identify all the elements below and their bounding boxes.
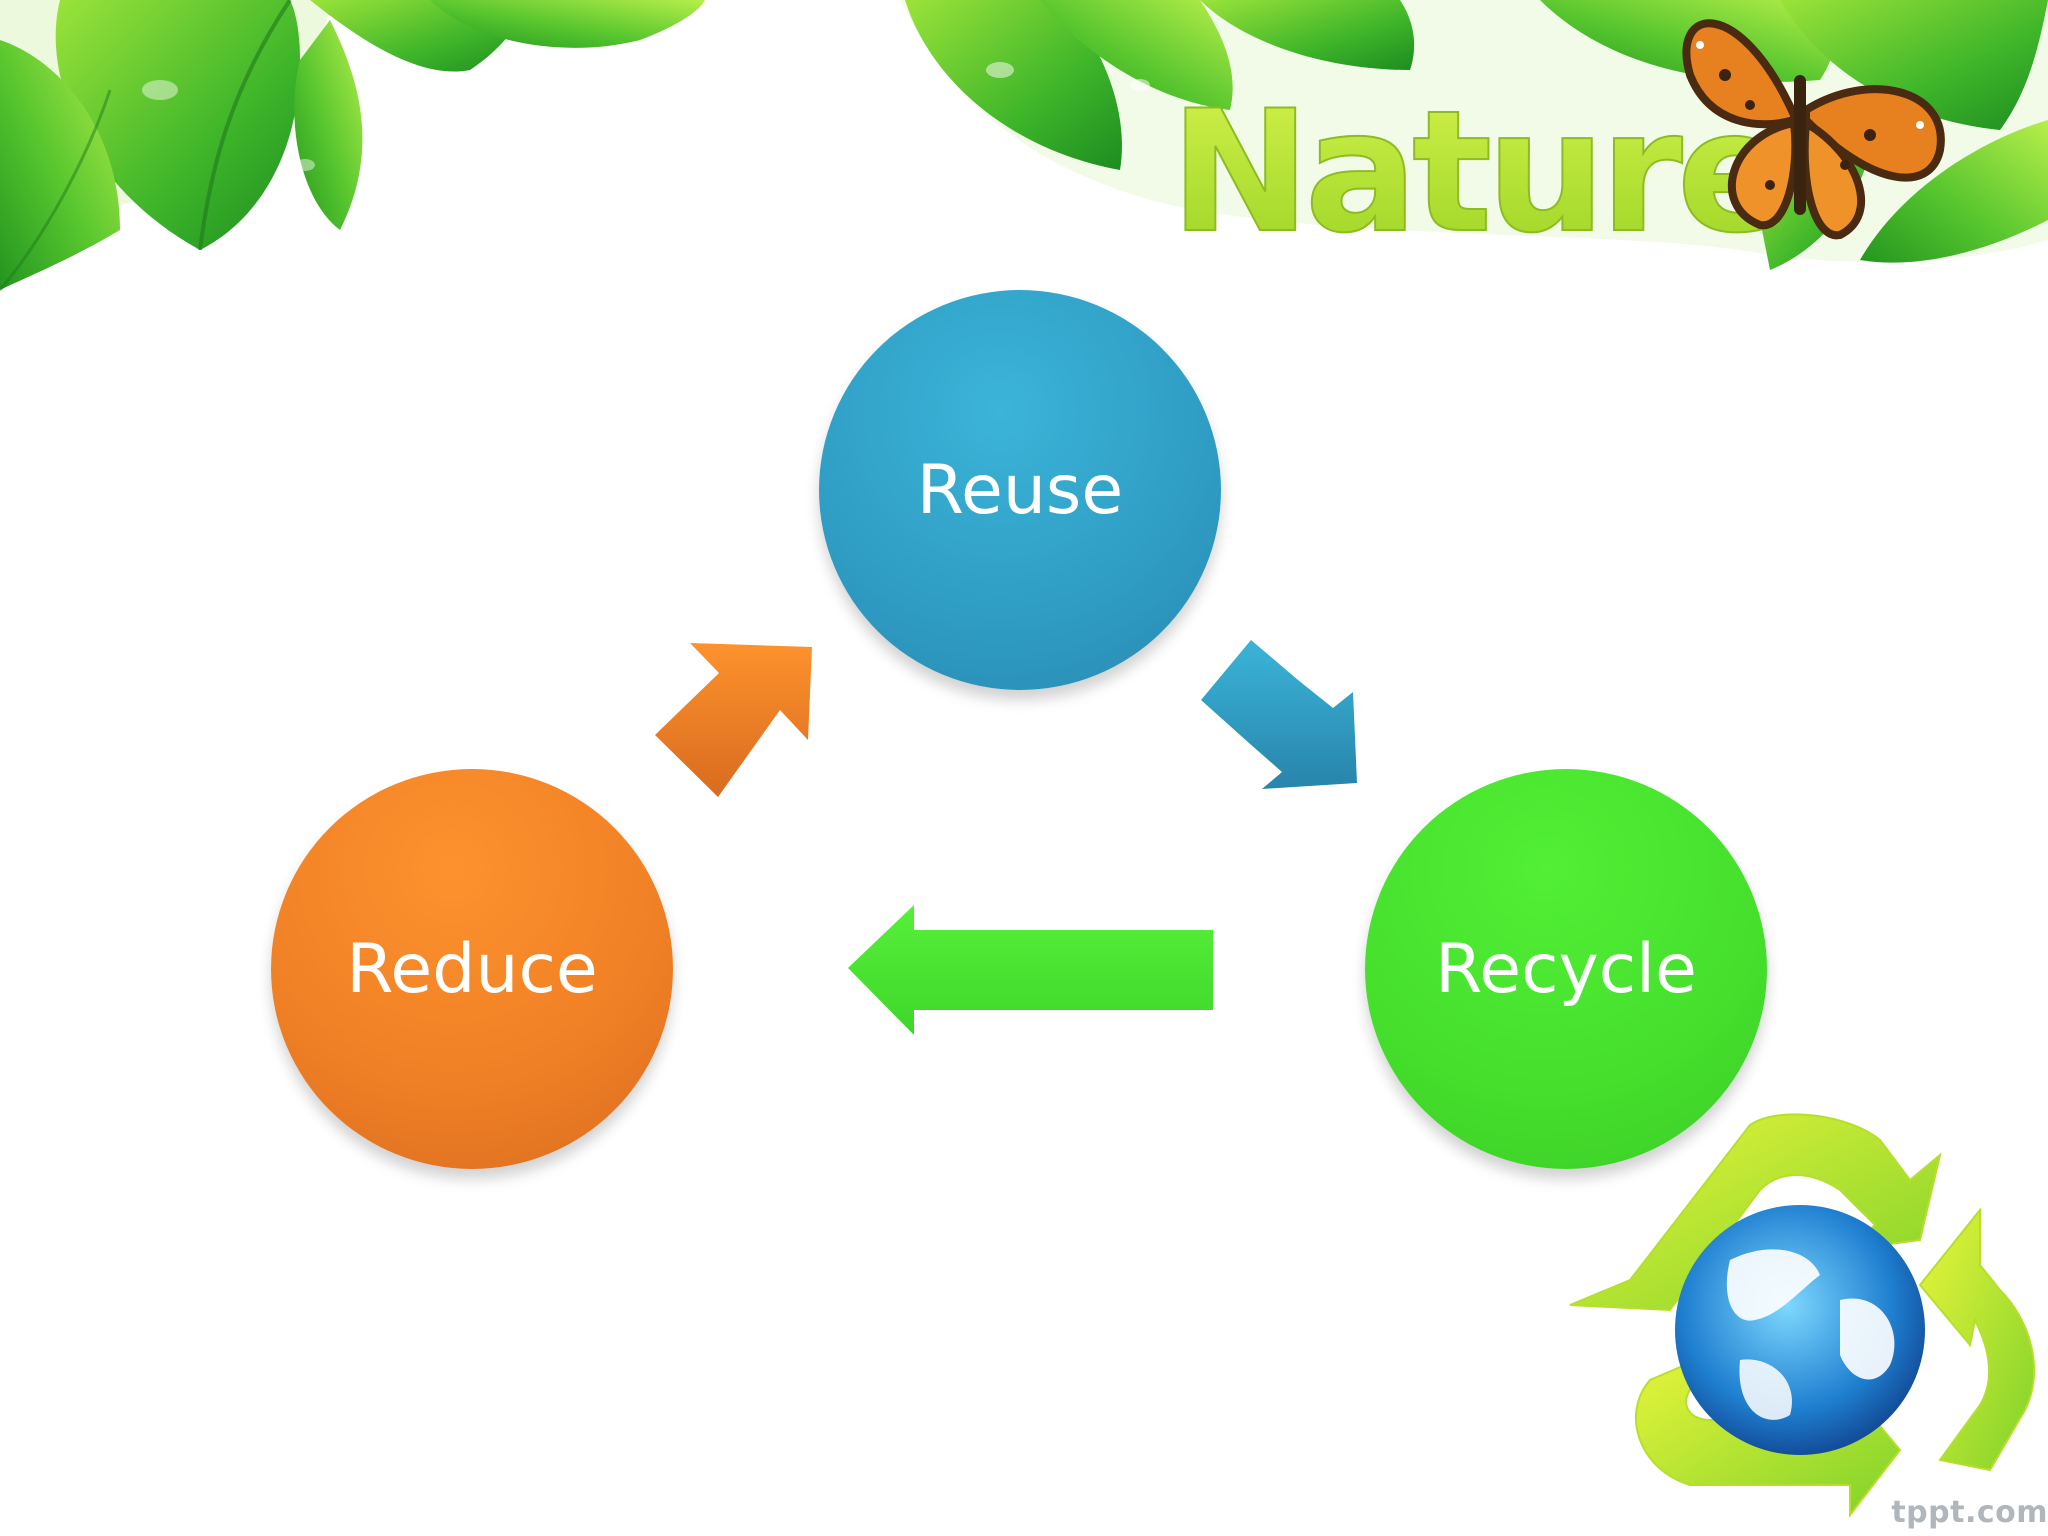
arrow-reduce-to-reuse (655, 643, 812, 797)
recycle-globe-icon (1569, 1113, 2036, 1518)
leaf-icon (0, 0, 705, 291)
node-label-reuse: Reuse (916, 450, 1124, 530)
node-label-recycle: Recycle (1435, 929, 1697, 1009)
footer-watermark: tppt.com (1891, 1495, 2048, 1530)
butterfly-icon (1682, 19, 1945, 240)
cycle-node-reduce: Reduce (271, 769, 673, 1169)
node-label-reduce: Reduce (346, 929, 598, 1009)
nature-logo: Nature (1170, 74, 1785, 270)
arrow-recycle-to-reduce (848, 905, 1213, 1035)
cycle-node-reuse: Reuse (819, 290, 1221, 690)
cycle-node-recycle: Recycle (1365, 769, 1767, 1169)
arrow-reuse-to-recycle (1201, 640, 1357, 789)
